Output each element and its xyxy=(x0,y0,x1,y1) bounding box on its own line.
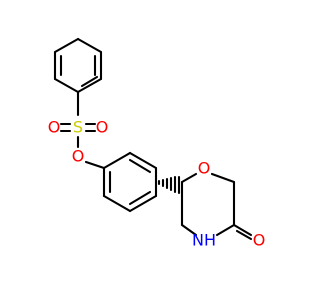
double-bond-inner xyxy=(128,158,152,174)
bond xyxy=(128,194,158,213)
bond xyxy=(76,37,103,54)
lactam-nitrogen-label: NH xyxy=(192,231,216,250)
sulfur-label: S xyxy=(73,118,83,137)
phenyl-ring xyxy=(53,37,103,94)
bond xyxy=(128,151,158,170)
bond-oxygen-c6 xyxy=(210,172,236,184)
bond-nitrogen-c3 xyxy=(180,223,198,237)
sulfonyl-double-bonds xyxy=(59,122,97,133)
sulfonyl-oxygen-left-label: O xyxy=(48,118,61,137)
bond-carbonyl-double xyxy=(235,229,253,241)
ester-oxygen-label: O xyxy=(72,147,85,166)
sulfonyl-oxygen-right-label: O xyxy=(96,118,109,137)
double-bond-inner xyxy=(80,75,99,88)
bond xyxy=(53,37,80,54)
aryl-ring xyxy=(102,151,158,213)
bond-c5-nitrogen xyxy=(215,223,236,237)
bond xyxy=(53,77,80,94)
double-bond-inner xyxy=(128,190,152,206)
bond-oxygen-aryl xyxy=(84,160,106,170)
bond-carbonyl xyxy=(232,223,253,237)
molecule-drawing: S O O O O NH O xyxy=(48,37,266,250)
morpholinone-ring xyxy=(180,172,236,237)
lactam-oxygen-label: O xyxy=(253,231,266,250)
bond xyxy=(76,77,103,94)
structure-diagram: S O O O O NH O xyxy=(48,37,266,250)
stereo-hashed-wedge xyxy=(157,175,181,195)
ring-oxygen-label: O xyxy=(198,159,211,178)
bond xyxy=(102,151,132,170)
bond xyxy=(102,194,132,213)
bond-c2-oxygen xyxy=(180,172,198,184)
